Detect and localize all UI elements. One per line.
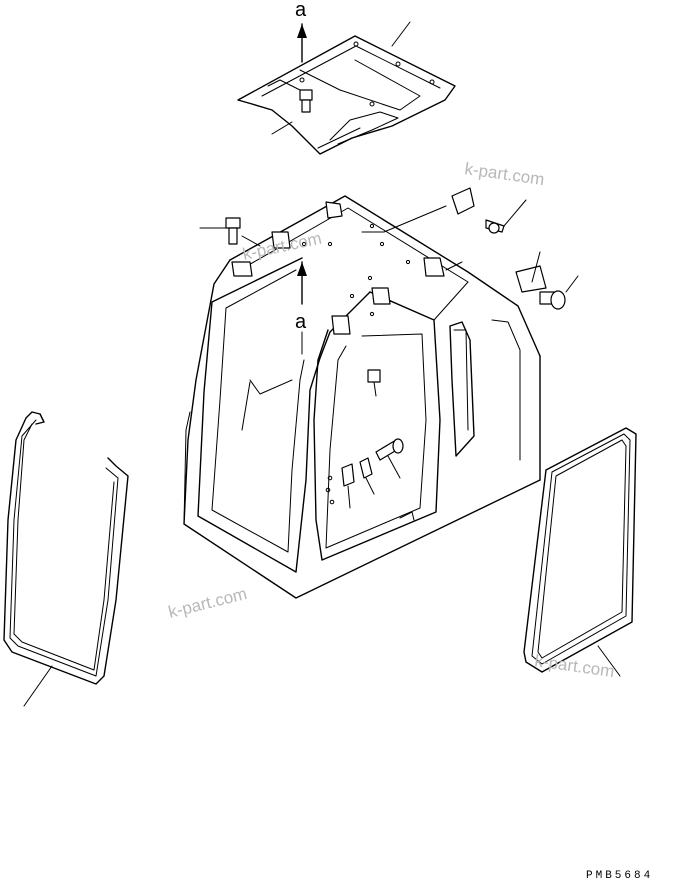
roof-bracket-4	[423, 257, 463, 277]
watermark-3: k-part.com	[166, 584, 249, 622]
door-pin	[367, 369, 381, 397]
view-label-a-mid: a	[295, 311, 307, 333]
door-striker-bolt	[375, 438, 404, 479]
view-arrow-a-mid: a	[295, 261, 307, 355]
door-plate-1	[341, 463, 355, 509]
drawing-code: PMB5684	[586, 870, 653, 882]
roof-mount-bolt	[271, 89, 313, 135]
tapping-screw	[485, 199, 527, 234]
cab-body	[183, 195, 541, 599]
view-label-a-top: a	[295, 0, 307, 21]
front-window-seal	[3, 411, 129, 707]
door-plate-2	[359, 457, 375, 495]
roof-cover-leader	[391, 21, 411, 47]
side-bracket-upper	[361, 187, 475, 233]
side-bracket-lower	[515, 251, 547, 293]
side-window-seal	[523, 427, 637, 677]
roof-cover-plate	[237, 35, 456, 155]
roof-bracket-5	[371, 287, 391, 305]
grommet-plug	[539, 275, 579, 310]
watermark-1: k-part.com	[463, 159, 545, 189]
watermark-4: k-part.com	[533, 651, 615, 681]
view-arrow-a-top: a	[295, 0, 307, 63]
roof-bracket-3	[231, 261, 253, 277]
roof-bracket-6	[331, 315, 351, 335]
roof-bracket-1	[325, 201, 343, 219]
hex-bolt-left	[199, 217, 261, 247]
roof-bracket-2	[271, 231, 291, 249]
